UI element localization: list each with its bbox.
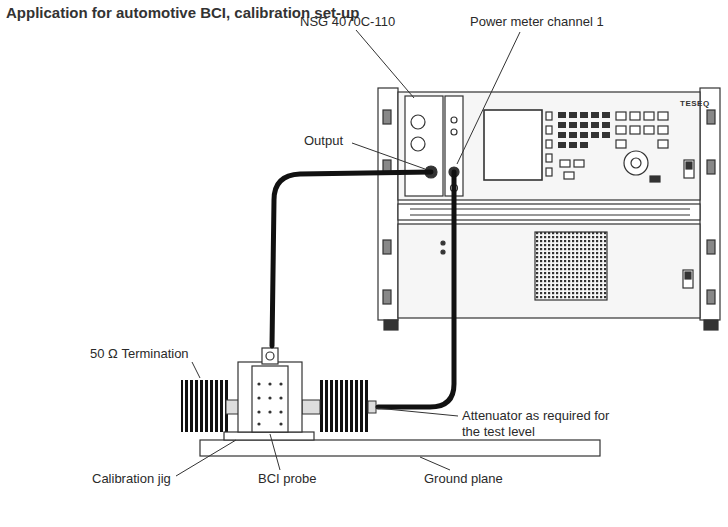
- rack: [378, 88, 720, 330]
- coax-cable: [272, 172, 454, 407]
- part-name: Calibration jig: [92, 471, 171, 487]
- amplifier-unit: [398, 224, 700, 318]
- part-name: NSG 4070C-110: [300, 14, 395, 30]
- ground-plane: [200, 440, 600, 456]
- brand-mark: TESEQ: [680, 99, 710, 108]
- generator-unit: [398, 92, 700, 200]
- part-name: BCI probe: [258, 471, 317, 487]
- part-name: Attenuator as required for the test leve…: [462, 408, 622, 440]
- part-name: 50 Ω Termination: [90, 346, 189, 362]
- calibration-jig: [224, 348, 314, 440]
- part-name: Output: [304, 133, 343, 149]
- termination: [181, 380, 240, 432]
- part-name: Power meter channel 1: [470, 14, 604, 30]
- part-name: Ground plane: [424, 471, 503, 487]
- attenuator: [302, 380, 376, 432]
- blank-panel: [398, 204, 700, 220]
